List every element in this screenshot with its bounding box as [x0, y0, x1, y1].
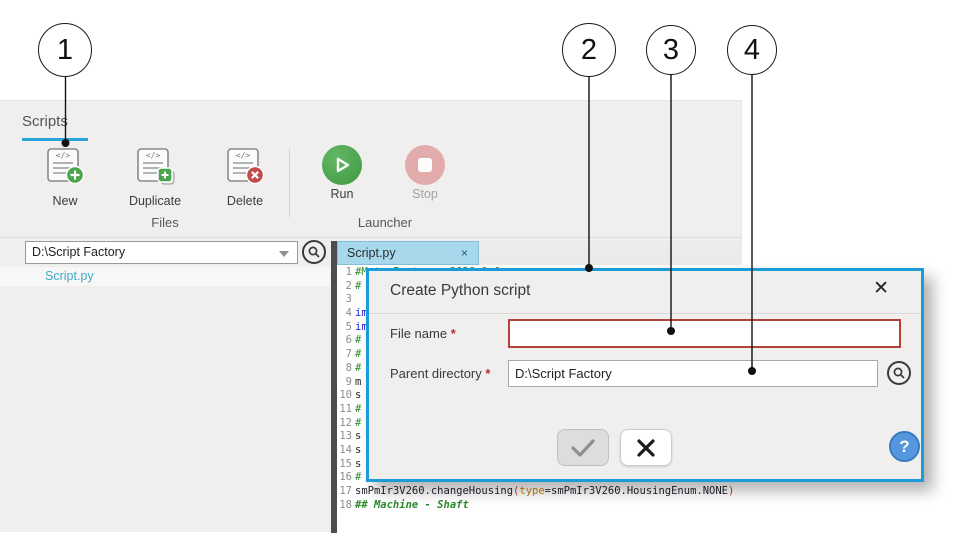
delete-script-button[interactable]: </> Delete — [205, 145, 285, 208]
ok-button[interactable] — [557, 429, 609, 466]
duplicate-script-icon: </> — [133, 145, 177, 192]
checkmark-icon — [571, 438, 595, 457]
dialog-close-icon[interactable]: ✕ — [873, 278, 889, 299]
create-python-script-dialog: Create Python script ✕ File name * Paren… — [366, 268, 924, 482]
code-line: 11# — [339, 402, 362, 415]
callout-2: 2 — [562, 23, 616, 77]
run-icon — [322, 145, 362, 185]
code-line: 7# — [345, 348, 362, 361]
parent-directory-input[interactable] — [508, 360, 878, 387]
svg-text:</>: </> — [236, 151, 251, 160]
run-label: Run — [330, 187, 354, 201]
new-script-label: New — [52, 194, 78, 208]
file-name-label: File name * — [390, 326, 456, 341]
duplicate-script-label: Duplicate — [128, 194, 182, 208]
directory-combobox-value: D:\Script Factory — [32, 245, 126, 259]
tab-scripts[interactable]: Scripts — [22, 113, 68, 130]
run-button[interactable]: Run — [302, 145, 382, 201]
stop-label: Stop — [412, 187, 438, 201]
launcher-group-label: Launcher — [357, 215, 413, 230]
editor-tab-label: Script.py — [347, 246, 396, 260]
code-line: 8# — [345, 361, 362, 374]
new-script-button[interactable]: </> New — [25, 145, 105, 208]
new-script-icon: </> — [43, 145, 87, 192]
file-list-item-label: Script.py — [45, 269, 94, 283]
stop-icon — [405, 145, 445, 185]
required-asterisk: * — [450, 326, 456, 341]
directory-combobox[interactable]: D:\Script Factory — [25, 241, 298, 264]
editor-tab-bar: Script.py × — [337, 241, 742, 265]
code-lines: 1#MotorFactory 2026.0.02#34import5import… — [337, 266, 742, 512]
code-line: 6# — [345, 334, 362, 347]
chevron-down-icon[interactable] — [279, 251, 289, 257]
help-button[interactable]: ? — [889, 431, 920, 462]
svg-text:</>: </> — [56, 151, 71, 160]
code-line: 16# — [339, 471, 362, 484]
tab-close-icon[interactable]: × — [460, 246, 468, 260]
tab-scripts-underline — [22, 138, 88, 141]
browse-parent-directory-button[interactable] — [887, 361, 911, 385]
duplicate-script-button[interactable]: </> Duplicate — [115, 145, 195, 208]
delete-script-icon: </> — [223, 145, 267, 192]
callout-1: 1 — [38, 23, 92, 77]
callout-3: 3 — [646, 25, 696, 75]
toolbar-bottom-divider — [0, 237, 742, 238]
code-line: 3 — [345, 293, 352, 306]
panel-splitter[interactable] — [331, 241, 337, 533]
svg-text:</>: </> — [146, 151, 161, 160]
delete-script-label: Delete — [226, 194, 264, 208]
code-line: 12# — [339, 416, 362, 429]
file-name-input[interactable] — [508, 319, 901, 348]
stop-button[interactable]: Stop — [385, 145, 465, 201]
files-group-label: Files — [151, 215, 179, 230]
dialog-title: Create Python script — [390, 282, 531, 299]
help-icon: ? — [899, 436, 910, 456]
cross-icon — [637, 438, 655, 457]
code-line: 2# — [345, 279, 362, 292]
toolbar-separator — [289, 149, 290, 217]
file-list-item[interactable]: Script.py — [0, 267, 330, 286]
browse-directory-button[interactable] — [302, 240, 326, 264]
search-icon — [893, 367, 905, 379]
callout-4: 4 — [727, 25, 777, 75]
required-asterisk: * — [485, 366, 491, 381]
editor-tab-scriptpy[interactable]: Script.py × — [337, 241, 479, 265]
cancel-button[interactable] — [620, 429, 672, 466]
parent-directory-label: Parent directory * — [390, 366, 491, 381]
dialog-title-divider — [369, 313, 921, 314]
search-icon — [308, 246, 320, 258]
code-line: 18## Machine - Shaft — [339, 498, 469, 511]
